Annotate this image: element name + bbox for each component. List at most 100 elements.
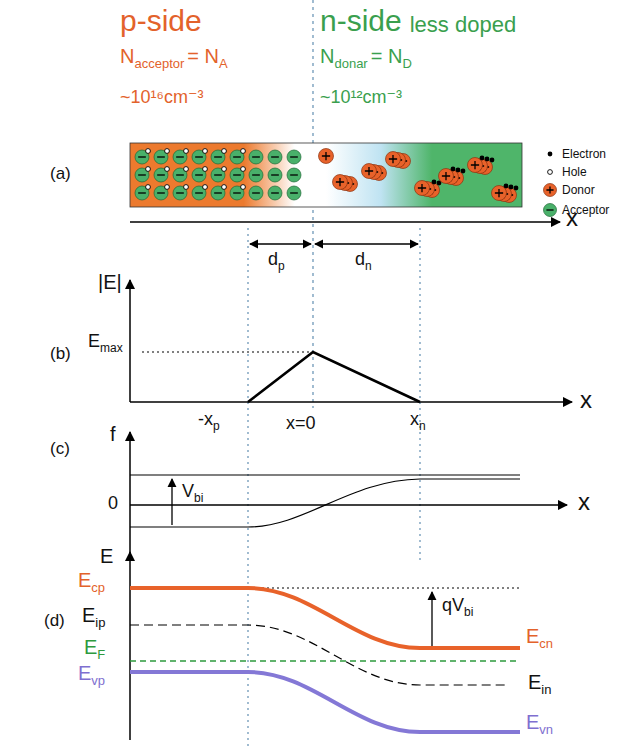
minus-sign — [176, 192, 184, 193]
electron-dot — [504, 184, 509, 189]
legend-text: Acceptor — [562, 204, 609, 216]
minus-sign — [195, 174, 203, 175]
subscript: max — [100, 342, 123, 354]
doping-value: ~10¹⁶cm⁻³ — [120, 88, 203, 106]
max-guide — [142, 352, 313, 353]
legend-item: Donor — [540, 182, 595, 198]
fermi-level — [130, 660, 520, 661]
hole-dot — [222, 149, 227, 154]
plus-sign — [471, 161, 479, 169]
donor-ion — [544, 184, 557, 197]
symbol: = N — [187, 46, 219, 66]
symbol: d — [268, 250, 278, 268]
subscript: vp — [91, 674, 105, 687]
symbol: qV — [442, 596, 464, 614]
plus-sign — [418, 184, 426, 192]
acceptor-ion — [544, 204, 557, 217]
hole-dot — [548, 170, 553, 175]
potential-level — [130, 474, 520, 475]
width-arrow — [250, 243, 311, 244]
electron-dot — [490, 158, 495, 163]
minus-sign — [157, 174, 165, 175]
width-arrow — [315, 243, 418, 244]
minus-sign — [214, 192, 222, 193]
doping-value: ~10¹²cm⁻³ — [320, 88, 402, 106]
minus-sign — [252, 174, 260, 175]
subscript: ip — [95, 616, 105, 629]
minus-sign — [138, 156, 146, 157]
symbol: N — [120, 46, 134, 66]
hole-dot — [241, 185, 246, 190]
subscript: acceptor — [134, 57, 184, 70]
hole-dot — [222, 185, 227, 190]
hole-dot — [203, 185, 208, 190]
electron-dot — [509, 185, 514, 190]
band-label: E — [526, 712, 539, 732]
acceptor-ion — [268, 150, 282, 164]
legend-symbol — [540, 182, 562, 198]
electron-dot — [451, 167, 456, 172]
subscript: cn — [539, 637, 553, 650]
hole-dot — [184, 167, 189, 172]
symbol: V — [182, 482, 194, 500]
valence-band — [130, 672, 520, 732]
donor-ion — [386, 152, 401, 167]
hole-dot — [146, 167, 151, 172]
axis-label: f — [110, 424, 116, 444]
reference-level — [252, 588, 522, 589]
subscript: A — [219, 57, 228, 70]
legend-symbol — [540, 164, 562, 180]
minus-sign — [271, 192, 279, 193]
hole-dot — [203, 149, 208, 154]
hole-dot — [241, 149, 246, 154]
minus-sign — [233, 192, 241, 193]
subscript: D — [402, 57, 411, 70]
subscript: n — [365, 260, 372, 272]
acceptor-ion — [249, 150, 263, 164]
qvbi-arrow — [431, 592, 432, 646]
hole-dot — [222, 167, 227, 172]
plus-sign — [389, 155, 397, 163]
electron-dot — [456, 168, 461, 173]
y-axis — [129, 280, 131, 402]
legend-text: Hole — [562, 166, 587, 178]
x-axis — [130, 504, 567, 506]
minus-sign — [290, 192, 298, 193]
minus-sign — [176, 156, 184, 157]
symbol: = N — [371, 46, 403, 66]
charge-carriers — [135, 149, 518, 203]
legend-symbol — [540, 202, 562, 218]
subscript: n — [419, 420, 426, 432]
plus-sign — [495, 189, 503, 197]
axis-label: x — [578, 490, 590, 514]
x-axis — [130, 221, 560, 223]
axis-label: |E| — [98, 272, 122, 292]
donor-ion — [319, 149, 334, 164]
intrinsic-level — [130, 625, 505, 685]
minus-sign — [233, 174, 241, 175]
region-title: p-side — [120, 6, 202, 36]
symbol: E — [88, 332, 100, 350]
plus-sign — [546, 186, 553, 193]
acceptor-ion — [249, 168, 263, 182]
hole-dot — [184, 149, 189, 154]
electron-dot — [480, 156, 485, 161]
electron-dot — [514, 186, 519, 191]
band-label: E — [78, 570, 91, 590]
panel-tag: (b) — [50, 345, 71, 362]
legend-item: Hole — [540, 164, 587, 180]
band-label: E — [78, 663, 91, 683]
panel-tag: (a) — [50, 165, 71, 182]
region-title: n-side — [320, 6, 402, 36]
legend-text: Donor — [562, 184, 595, 196]
electron-dot — [485, 157, 490, 162]
acceptor-ion — [287, 150, 301, 164]
subscript: bi — [194, 492, 203, 504]
minus-sign — [195, 192, 203, 193]
subscript: F — [97, 648, 105, 661]
plus-sign — [442, 172, 450, 180]
subscript: vn — [539, 723, 553, 736]
plus-sign — [365, 167, 373, 175]
plus-sign — [336, 178, 344, 186]
symbol: N — [320, 46, 334, 66]
